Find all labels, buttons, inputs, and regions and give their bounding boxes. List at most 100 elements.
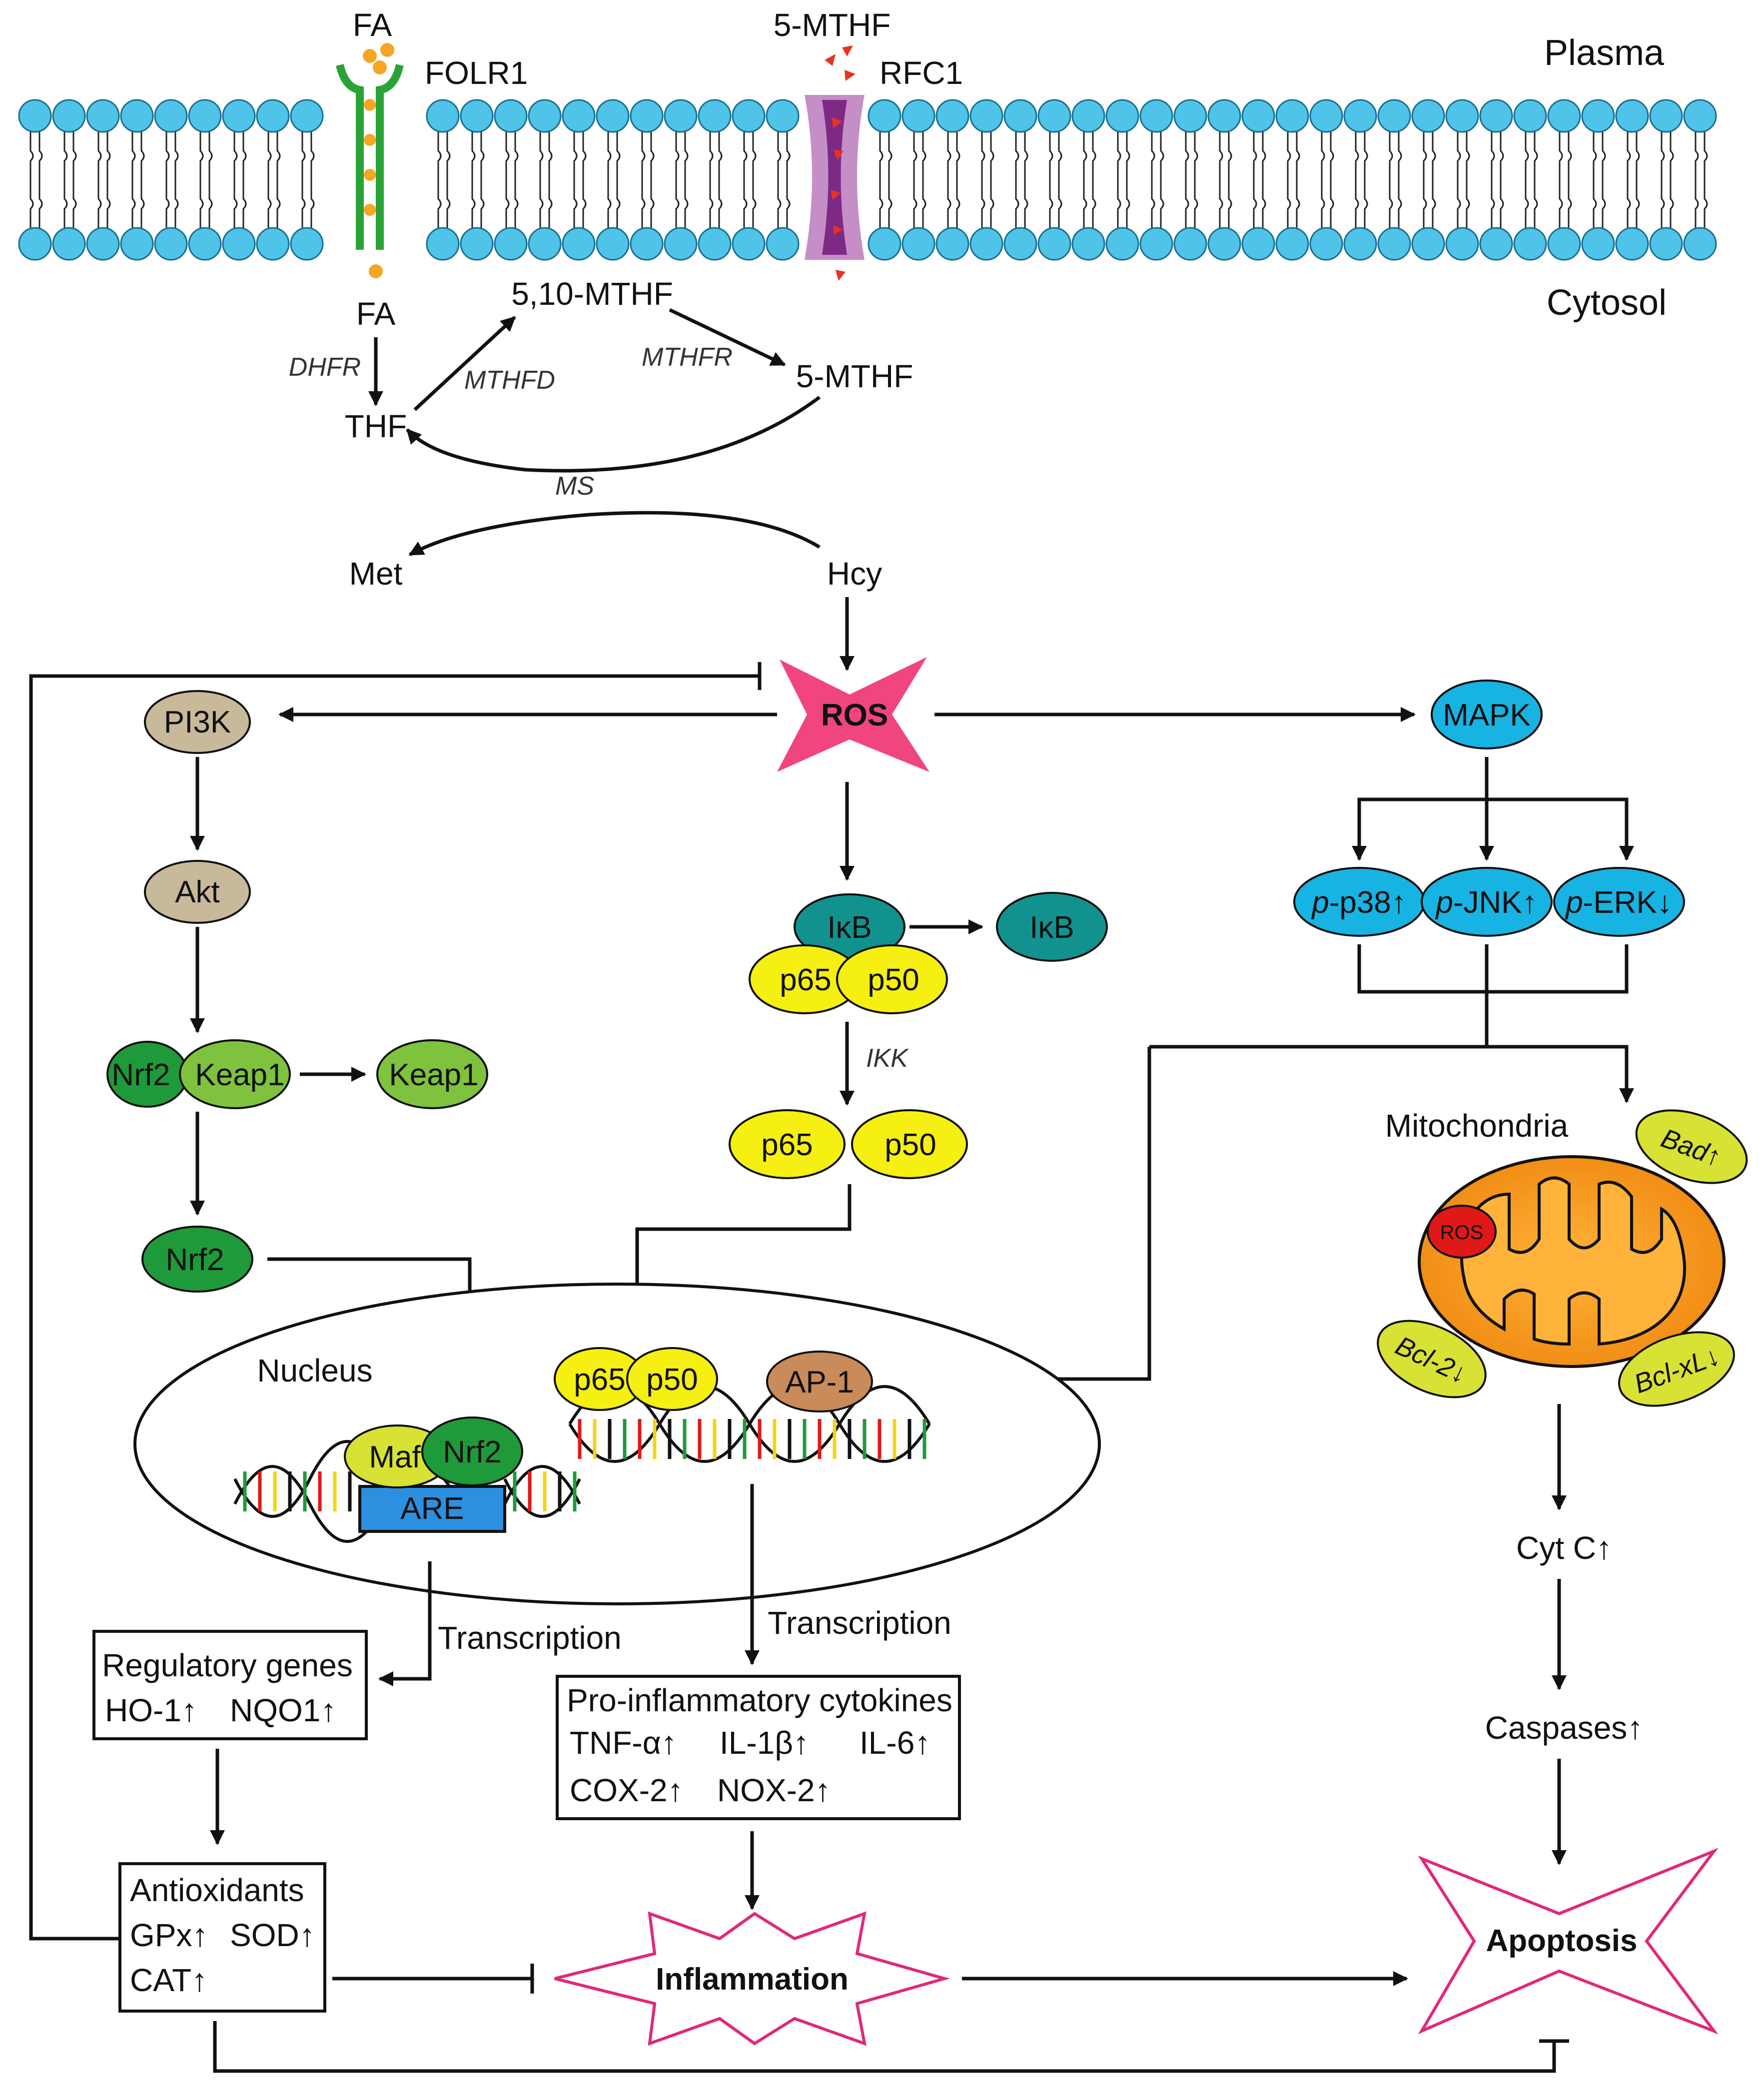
lipid-tail — [786, 180, 791, 228]
5mthf-outside-label: 5-MTHF — [774, 7, 891, 43]
nqo1-label: NQO1↑ — [230, 1692, 336, 1728]
lipid-head — [1343, 99, 1377, 133]
nucleus-nrf2-node — [421, 1416, 523, 1486]
lipid-tail — [1491, 132, 1495, 180]
thf-label: THF — [345, 408, 407, 444]
lipid-tail — [1670, 180, 1674, 228]
nucleus-p65-label: p65 — [574, 1363, 625, 1397]
lipid-tail — [1466, 180, 1470, 228]
lipid-tail — [310, 180, 315, 228]
ikb-free-label: IκB — [1029, 910, 1074, 945]
ms-label: MS — [555, 472, 594, 501]
lipid-tail — [514, 132, 519, 180]
lipid-tail — [607, 132, 612, 180]
lipid-head — [1581, 227, 1615, 261]
lipid-tail — [1525, 180, 1529, 228]
ikk-label: IKK — [866, 1044, 909, 1073]
lipid-head — [290, 227, 324, 261]
lipid-head — [732, 99, 766, 133]
folr1-label: FOLR1 — [425, 55, 528, 91]
lipid-tail — [1636, 180, 1640, 228]
lipid-tail — [1398, 180, 1402, 228]
fa-cytosol-label: FA — [356, 296, 396, 332]
lipid-tail — [174, 132, 179, 180]
lipid-tail — [1015, 132, 1019, 180]
lipid-tail — [709, 132, 714, 180]
lipid-tail — [1423, 180, 1427, 228]
jnk-label: p-JNK↑ — [1435, 885, 1537, 920]
p50-free-node — [851, 1109, 968, 1179]
lipid-tail — [650, 180, 655, 228]
transcription-left-label: Transcription — [438, 1620, 622, 1656]
lipid-tail — [981, 180, 985, 228]
nucleus — [133, 1283, 1101, 1605]
lipid-head — [426, 227, 460, 261]
rfc1-label: RFC1 — [880, 55, 963, 91]
lipid-tail — [1593, 180, 1597, 228]
lipid-tail — [1636, 132, 1640, 180]
lipid-head — [188, 227, 222, 261]
mthfd-label: MTHFD — [464, 366, 555, 395]
lipid-tail — [1602, 180, 1606, 228]
lipid-tail — [675, 180, 680, 228]
lipid-tail — [208, 132, 213, 180]
lipid-tail — [1049, 180, 1053, 228]
lipid-tail — [72, 180, 77, 228]
lipid-tail — [922, 132, 926, 180]
nrf2-free-label: Nrf2 — [165, 1243, 224, 1277]
lipid-tail — [539, 132, 544, 180]
lipid-tail — [616, 132, 621, 180]
mitochondria-cristae — [1460, 1176, 1687, 1346]
lipid-head — [1615, 99, 1649, 133]
lipid-tail — [1321, 132, 1325, 180]
mapk-to-mitochondria-arrow — [1149, 1045, 1634, 1103]
5mthf-to-thf-arrow — [406, 396, 821, 473]
lipid-tail — [505, 132, 510, 180]
lipid-tail — [650, 132, 655, 180]
lipid-tail — [888, 132, 892, 180]
lipid-head — [154, 99, 188, 133]
lipid-head — [1139, 227, 1173, 261]
akt-node — [144, 860, 251, 924]
mitochondria-label: Mitochondria — [1385, 1108, 1569, 1144]
lipid-head — [1649, 227, 1683, 261]
apoptosis-label: Apoptosis — [1486, 1924, 1637, 1958]
lipid-head — [1071, 99, 1105, 133]
lipid-head — [766, 99, 800, 133]
bcl2-node — [1377, 1320, 1487, 1398]
lipid-tail — [1568, 132, 1572, 180]
lipid-tail — [471, 180, 476, 228]
lipid-head — [1275, 227, 1309, 261]
lipid-tail — [174, 180, 179, 228]
lipid-tail — [208, 180, 213, 228]
lipid-head — [732, 227, 766, 261]
mthfr-label: MTHFR — [642, 343, 733, 372]
lipid-tail — [1695, 132, 1699, 180]
lipid-tail — [63, 180, 68, 228]
p65-complex-label: p65 — [780, 963, 831, 997]
nucleus-nrf2-label: Nrf2 — [443, 1435, 501, 1469]
lipid-tail — [1389, 132, 1393, 180]
lipid-head — [1207, 99, 1241, 133]
cox2-label: COX-2↑ — [570, 1772, 684, 1808]
lipid-tail — [956, 132, 960, 180]
lipid-tail — [607, 180, 612, 228]
lipid-tail — [879, 180, 883, 228]
antioxidants-box — [118, 1862, 326, 2013]
lipid-tail — [1321, 180, 1325, 228]
tnf-label: TNF-α↑ — [570, 1725, 677, 1761]
lipid-tail — [38, 132, 43, 180]
nucleus-p50-node — [626, 1347, 718, 1411]
lipid-tail — [1355, 132, 1359, 180]
lipid-tail — [106, 180, 111, 228]
lipid-tail — [1423, 132, 1427, 180]
are-label: ARE — [400, 1491, 464, 1526]
lipid-head — [18, 227, 52, 261]
lipid-tail — [301, 180, 306, 228]
ikb-free-node — [996, 892, 1108, 962]
mapk-merge-line — [1357, 944, 1629, 994]
lipid-tail — [505, 180, 510, 228]
lipid-head — [1003, 99, 1037, 133]
lipid-tail — [718, 180, 723, 228]
lipid-tail — [310, 132, 315, 180]
